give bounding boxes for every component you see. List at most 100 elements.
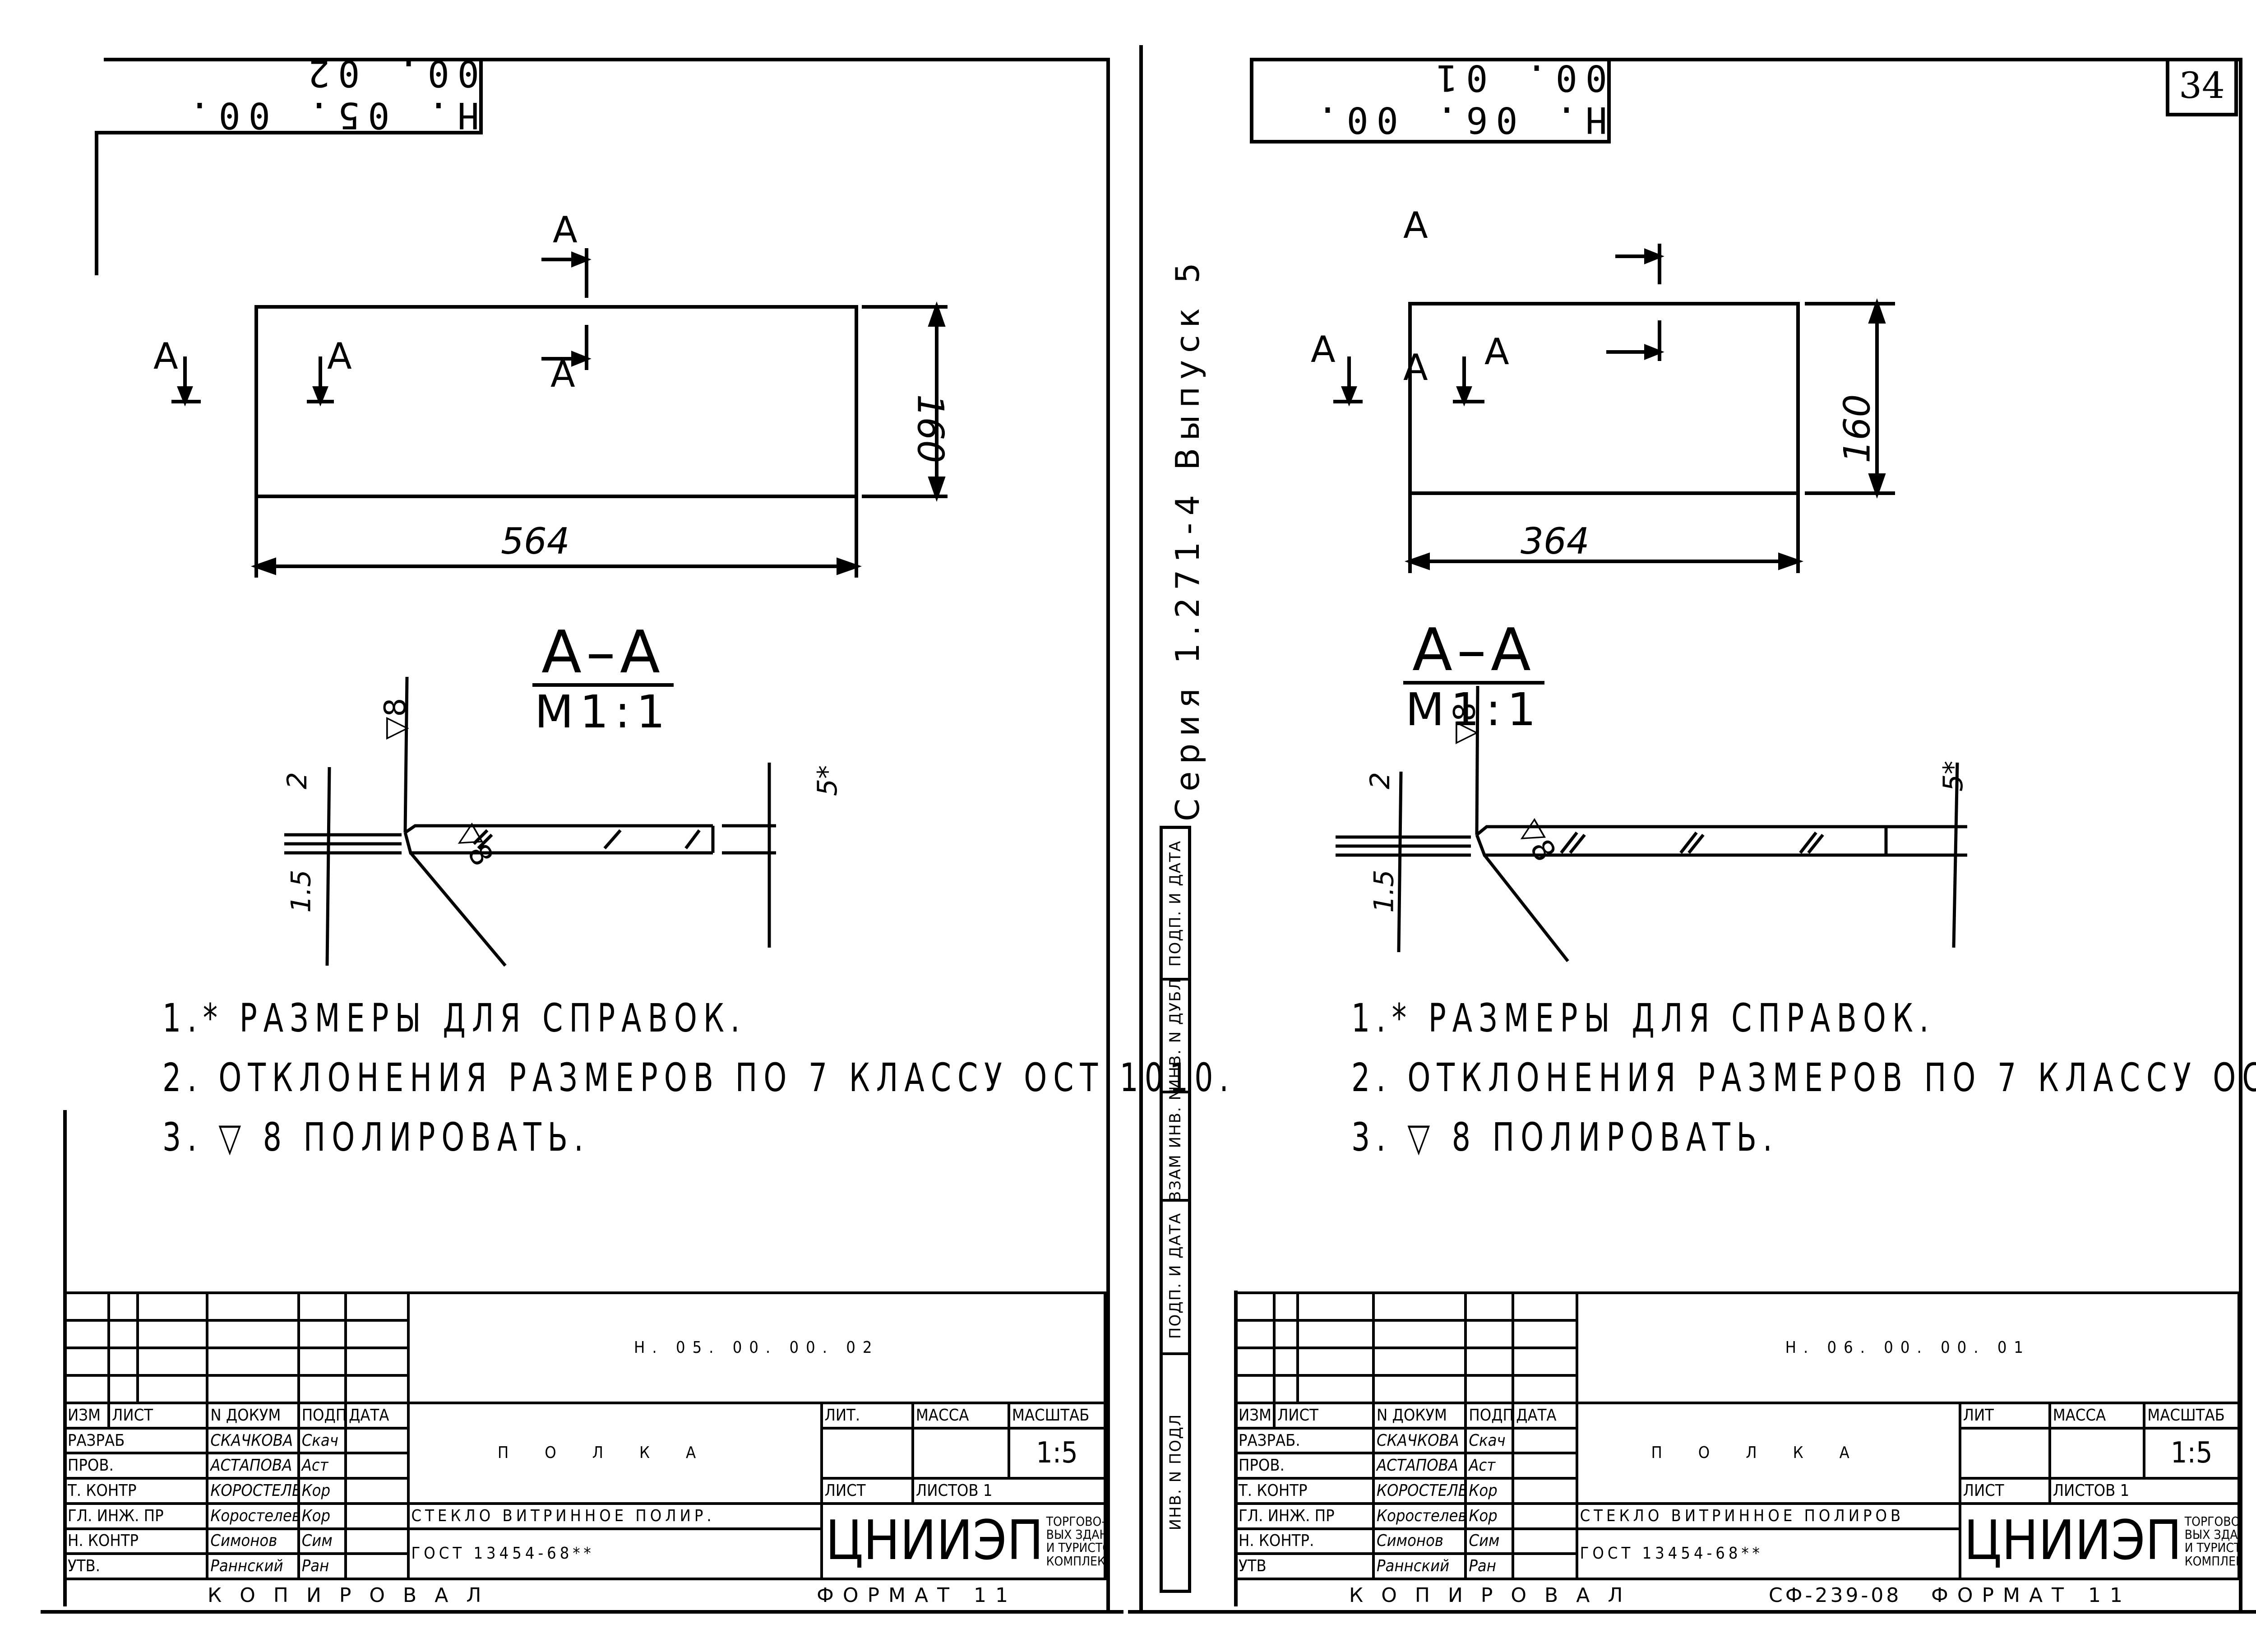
left-role-1: ПРОВ.	[63, 1452, 209, 1480]
right-material-2: ГОСТ 13454-68**	[1575, 1527, 1961, 1581]
left-scale-value: 1:5	[1007, 1426, 1107, 1480]
right-role-1: ПРОВ.	[1234, 1452, 1375, 1480]
right-roughness-vertical: ▽8	[1447, 702, 1482, 745]
side-cell-2: ВЗАМ ИНВ. N	[1163, 1088, 1188, 1202]
left-sign-0: Скач	[297, 1426, 347, 1455]
left-dim-height: 160	[909, 394, 952, 463]
right-org-desc-line: ВЫХ ЗДАНИЙ	[2184, 1527, 2238, 1542]
left-org-desc-line: КОМПЛЕКСОВ	[1046, 1553, 1105, 1569]
left-sign-5: Ран	[297, 1552, 347, 1580]
left-hdr-date: ДАТА	[344, 1402, 410, 1430]
left-name-2: КОРОСТЕЛЕВ	[206, 1477, 300, 1505]
side-cell-4: ИНВ. N ПОДЛ	[1166, 1413, 1185, 1531]
left-lit-label: ЛИТ.	[820, 1402, 914, 1430]
left-mark-a-left: А	[327, 335, 352, 377]
left-top-stamp-code: Н. 05. 00. 00. 02	[180, 52, 479, 136]
left-role-5: УТВ.	[63, 1552, 209, 1580]
right-sign-1: Аст	[1464, 1452, 1515, 1480]
side-cell-1: ИНВ. N ДУБЛ	[1163, 978, 1188, 1093]
left-hdr-ndoc: N ДОКУМ	[206, 1402, 300, 1430]
left-top-stamp: Н. 05. 00. 00. 02	[104, 52, 483, 136]
right-org-cell: ЦНИИЭП ТОРГОВО-БЫТО ВЫХ ЗДАНИЙ И ТУРИСТС…	[1958, 1502, 2241, 1581]
left-title-block: Н. 05. 00. 00. 02 ИЗМ ЛИСТ N ДОКУМ ПОДПИ…	[63, 1291, 1107, 1581]
left-section-view	[284, 676, 776, 967]
left-role-3: ГЛ. ИНЖ. ПР	[63, 1502, 209, 1530]
left-sign-4: Сим	[297, 1527, 347, 1555]
right-org-abbr: ЦНИИЭП	[1964, 1509, 2182, 1573]
left-name-5: Раннский	[206, 1552, 300, 1580]
left-frame-left-upper	[95, 131, 98, 275]
left-sign-1: Аст	[297, 1452, 347, 1480]
right-format-label: ФОРМАТ 11	[1931, 1584, 2131, 1607]
right-scale-label: МАСШТАБ	[2143, 1402, 2240, 1430]
left-format-label: ФОРМАТ 11	[817, 1584, 1017, 1607]
left-org-desc-line: ТОРГОВО-БЫТО	[1046, 1513, 1102, 1529]
right-role-4: Н. КОНТР.	[1234, 1527, 1375, 1555]
right-role-2: Т. КОНТР	[1234, 1477, 1375, 1505]
left-hdr-sign: ПОДПИСЬ	[297, 1402, 347, 1430]
left-sheet-label: ЛИСТ	[820, 1477, 914, 1505]
right-section-dim-bottom: 1.5	[1368, 870, 1400, 913]
left-sign-2: Кор	[297, 1477, 347, 1505]
page-number-box: 34	[2166, 58, 2238, 116]
left-org-cell: ЦНИИЭП ТОРГОВО-БЫТО ВЫХ ЗДАНИЙ И ТУРИСТС…	[820, 1502, 1106, 1581]
left-frame-top	[104, 58, 1110, 61]
right-section-view	[1336, 685, 1967, 963]
right-note-3: 3. ▽ 8 ПОЛИРОВАТЬ.	[1351, 1114, 1779, 1160]
right-note-1: 1.* РАЗМЕРЫ ДЛЯ СПРАВОК.	[1351, 995, 1935, 1041]
right-note-2: 2. ОТКЛОНЕНИЯ РАЗМЕРОВ ПО 7 КЛАССУ ОСТ 1…	[1351, 1055, 2256, 1101]
right-org-desc-line: И ТУРИСТСКИХ	[2184, 1540, 2236, 1555]
left-mark-a-far-left: А	[153, 335, 178, 377]
right-hdr-sign: ПОДПИС	[1464, 1402, 1515, 1430]
right-sign-3: Кор	[1464, 1502, 1515, 1530]
right-sign-4: Сим	[1464, 1527, 1515, 1555]
left-mark-a-inner: А	[550, 353, 575, 395]
right-hdr-list: ЛИСТ	[1272, 1402, 1375, 1430]
right-role-5: УТВ	[1234, 1552, 1375, 1580]
right-name-5: Раннский	[1372, 1552, 1467, 1580]
left-mark-a-top: А	[553, 209, 578, 251]
side-cell-0: ПОДП. И ДАТА	[1163, 829, 1188, 981]
right-org-desc: ТОРГОВО-БЫТО ВЫХ ЗДАНИЙ И ТУРИСТСКИХ КОМ…	[2184, 1513, 2238, 1569]
right-sign-5: Ран	[1464, 1552, 1515, 1580]
left-dim-width: 564	[501, 520, 570, 562]
right-sheet-label: ЛИСТ	[1958, 1477, 2051, 1505]
right-top-stamp-code: Н. 06. 00. 00. 01	[1308, 57, 1607, 141]
left-note-1: 1.* РАЗМЕРЫ ДЛЯ СПРАВОК.	[162, 995, 746, 1041]
left-name-0: СКАЧКОВА	[206, 1426, 300, 1455]
right-section-dim-top: 2	[1364, 772, 1396, 790]
left-plan-view	[171, 248, 948, 578]
right-section-scale: М1:1	[1405, 683, 1543, 736]
side-cell-3: ПОДП. И ДАТА	[1163, 1199, 1188, 1355]
left-org-abbr: ЦНИИЭП	[825, 1509, 1044, 1573]
right-section-label: А–А	[1403, 620, 1544, 685]
left-org-desc: ТОРГОВО-БЫТО ВЫХ ЗДАНИЙ И ТУРИСТСКИХ КОМ…	[1046, 1513, 1105, 1569]
right-top-stamp: Н. 06. 00. 00. 01	[1250, 57, 1611, 143]
right-mark-a-left: А	[1484, 331, 1509, 373]
left-section-dim-bottom: 1.5	[285, 870, 317, 913]
left-section-dim-right: 5*	[812, 765, 844, 796]
side-stamp-strip: ПОДП. И ДАТА ИНВ. N ДУБЛ ВЗАМ ИНВ. N ПОД…	[1160, 826, 1191, 1593]
right-name-2: КОРОСТЕЛЕВ	[1372, 1477, 1467, 1505]
right-frame-right	[2239, 58, 2242, 1610]
right-org-desc-line: КОМПЛЕКСОВ	[2184, 1553, 2236, 1569]
right-notes: 1.* РАЗМЕРЫ ДЛЯ СПРАВОК. 2. ОТКЛОНЕНИЯ Р…	[1351, 988, 2256, 1167]
right-doc-code: Н. 06. 00. 00. 01	[1575, 1291, 2241, 1404]
left-role-4: Н. КОНТР	[63, 1527, 209, 1555]
left-note-3: 3. ▽ 8 ПОЛИРОВАТЬ.	[162, 1114, 590, 1160]
right-sign-2: Кор	[1464, 1477, 1515, 1505]
right-lit-label: ЛИТ	[1958, 1402, 2051, 1430]
left-doc-code: Н. 05. 00. 00. 02	[407, 1291, 1107, 1404]
right-sign-0: Скач	[1464, 1426, 1515, 1455]
left-section-scale: М1:1	[534, 685, 672, 738]
left-hdr-izm: ИЗМ	[63, 1402, 110, 1430]
right-org-desc-line: ТОРГОВО-БЫТО	[2184, 1513, 2236, 1529]
right-mark-a-far-left: А	[1311, 329, 1336, 370]
left-copied-label: КОПИРОВАЛ	[208, 1584, 499, 1607]
series-label: Серия 1.271-4 Выпуск 5	[1169, 255, 1207, 821]
left-frame-right	[1106, 58, 1110, 1610]
left-scale-label: МАСШТАБ	[1007, 1402, 1107, 1430]
page-number: 34	[2179, 64, 2225, 106]
left-name-4: Симонов	[206, 1527, 300, 1555]
right-scale-value: 1:5	[2143, 1426, 2240, 1480]
